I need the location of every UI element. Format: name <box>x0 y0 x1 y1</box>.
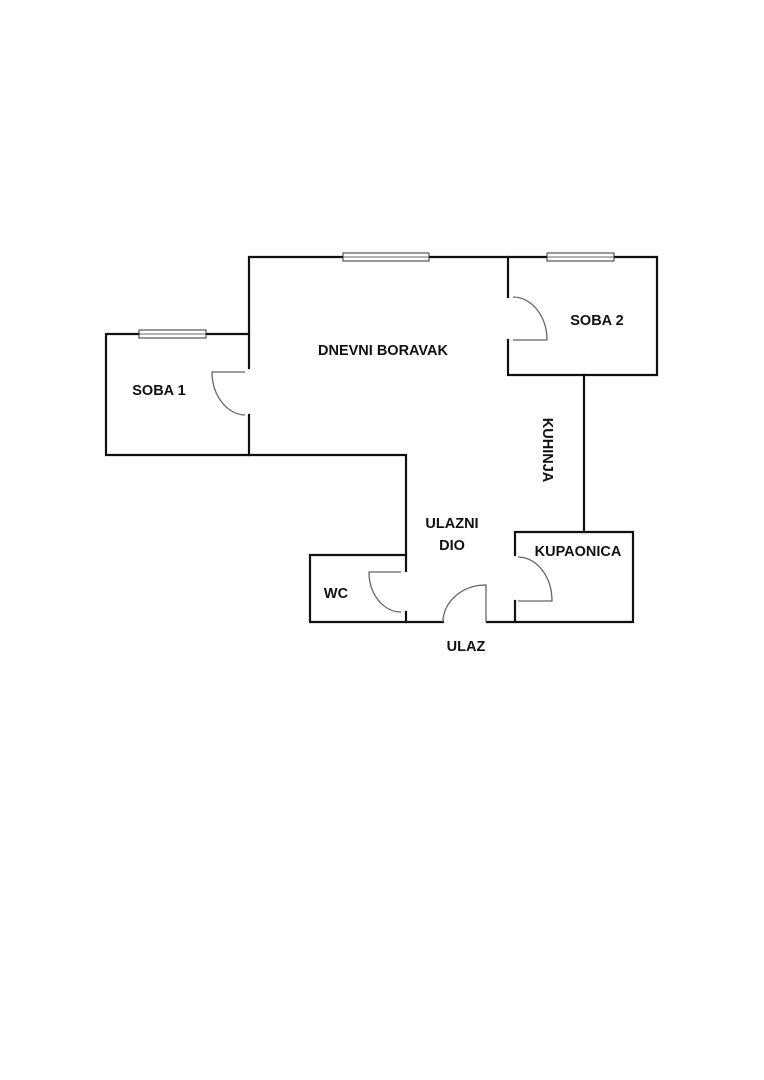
label-hall-2: DIO <box>439 538 465 554</box>
label-room2: SOBA 2 <box>570 313 623 329</box>
label-kitchen: KUHINJA <box>539 418 555 483</box>
walls <box>104 255 659 624</box>
door-bathroom <box>517 556 553 602</box>
label-living: DNEVNI BORAVAK <box>318 343 448 359</box>
label-entrance: ULAZ <box>447 639 486 655</box>
door-entrance <box>442 584 487 623</box>
label-hall-1: ULAZNI <box>425 516 478 532</box>
windows <box>138 252 615 339</box>
label-room1: SOBA 1 <box>132 383 185 399</box>
doors <box>211 296 553 623</box>
door-room2 <box>512 296 548 341</box>
door-wc <box>368 571 402 613</box>
door-room1 <box>211 371 246 416</box>
label-wc: WC <box>324 586 349 602</box>
label-bathroom: KUPAONICA <box>535 544 622 560</box>
labels: DNEVNI BORAVAK SOBA 1 SOBA 2 KUHINJA ULA… <box>132 313 623 655</box>
